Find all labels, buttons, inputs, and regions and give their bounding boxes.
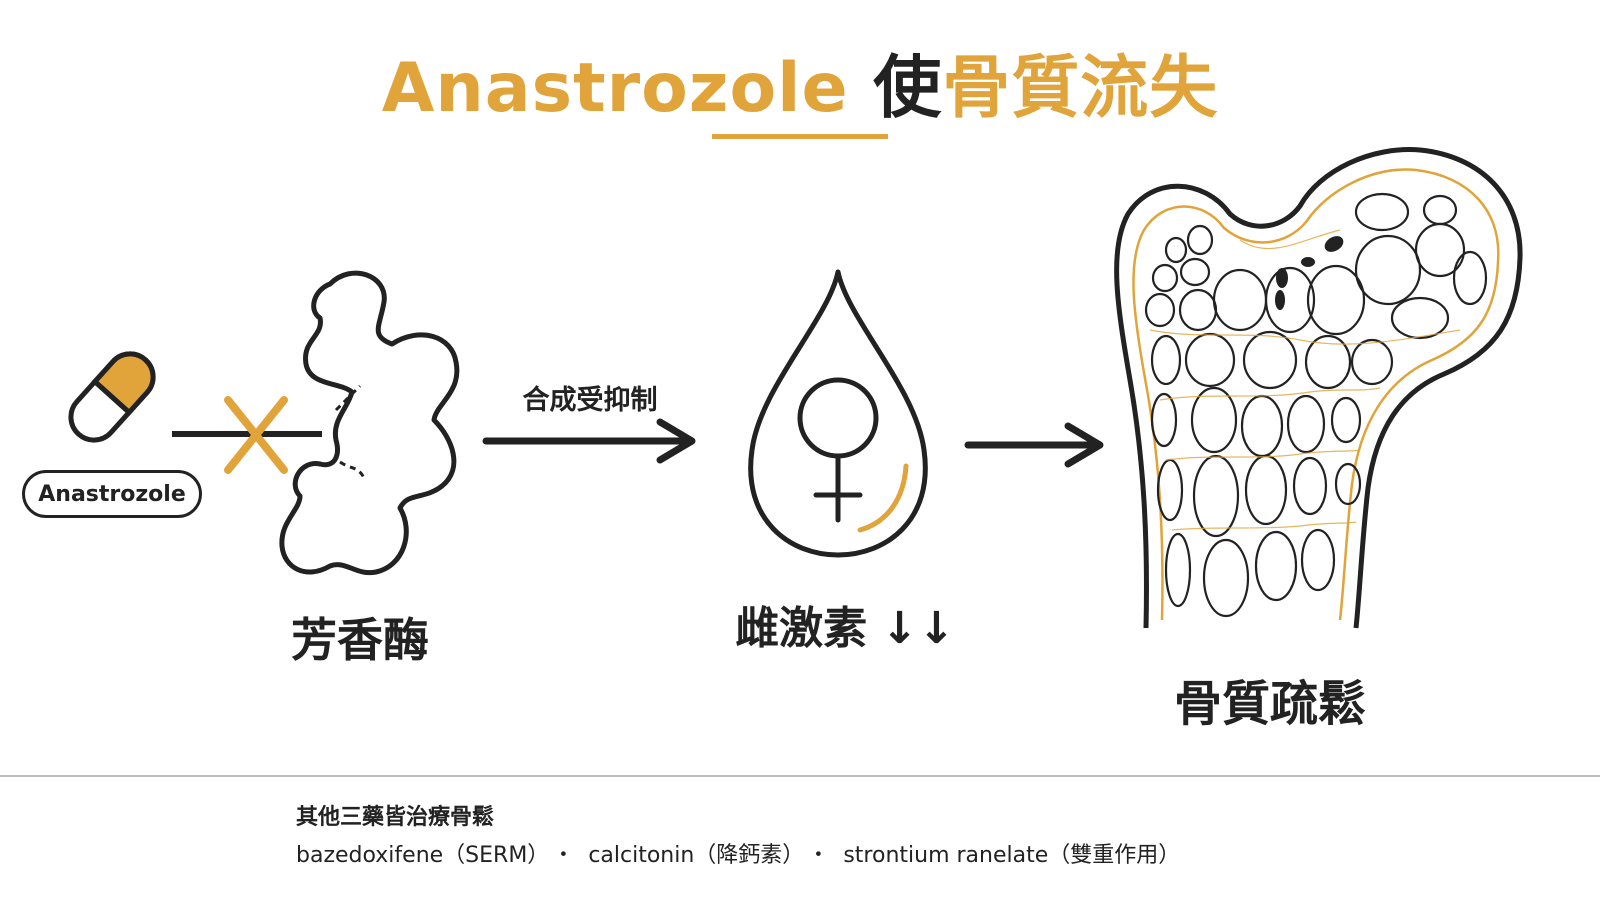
title-verb: 使 (873, 49, 943, 128)
hormone-label: 雌激素 (735, 603, 868, 654)
decrease-arrows: ↓↓ (881, 603, 955, 654)
footer-title: 其他三藥皆治療骨鬆 (296, 805, 495, 830)
female-symbol-icon (797, 377, 879, 523)
inhibition-label: 合成受抑制 (522, 385, 658, 416)
footer-separator: ・ (807, 843, 830, 868)
arrow-right-icon (964, 422, 1104, 468)
result-label: 骨質疏鬆 (1173, 676, 1366, 732)
page-title: Anastrozole 使骨質流失 (0, 32, 1600, 131)
diagram-canvas (68, 147, 1523, 629)
enzyme-blob-icon (279, 270, 460, 576)
title-drug: Anastrozole (381, 49, 874, 128)
footer-item: strontium ranelate（雙重作用） (843, 843, 1181, 868)
footer-item: bazedoxifene（SERM） (296, 843, 539, 868)
title-underline (712, 134, 888, 139)
drug-label: Anastrozole (22, 470, 202, 518)
cross-icon (224, 396, 288, 474)
title-effect: 骨質流失 (942, 49, 1219, 128)
footer-separator: ・ (552, 843, 575, 868)
enzyme-label: 芳香酶 (291, 613, 429, 667)
drop-icon (748, 269, 928, 558)
footer-divider (0, 775, 1600, 777)
hormone-label-group: 雌激素 ↓↓ (700, 592, 990, 656)
arrow-right-icon (482, 418, 696, 464)
footer-item: calcitonin（降鈣素） (588, 843, 794, 868)
bone-icon (1114, 147, 1523, 629)
footer-drug-list: bazedoxifene（SERM） ・ calcitonin（降鈣素） ・ stron… (296, 837, 1546, 869)
capsule-icon (68, 351, 156, 443)
